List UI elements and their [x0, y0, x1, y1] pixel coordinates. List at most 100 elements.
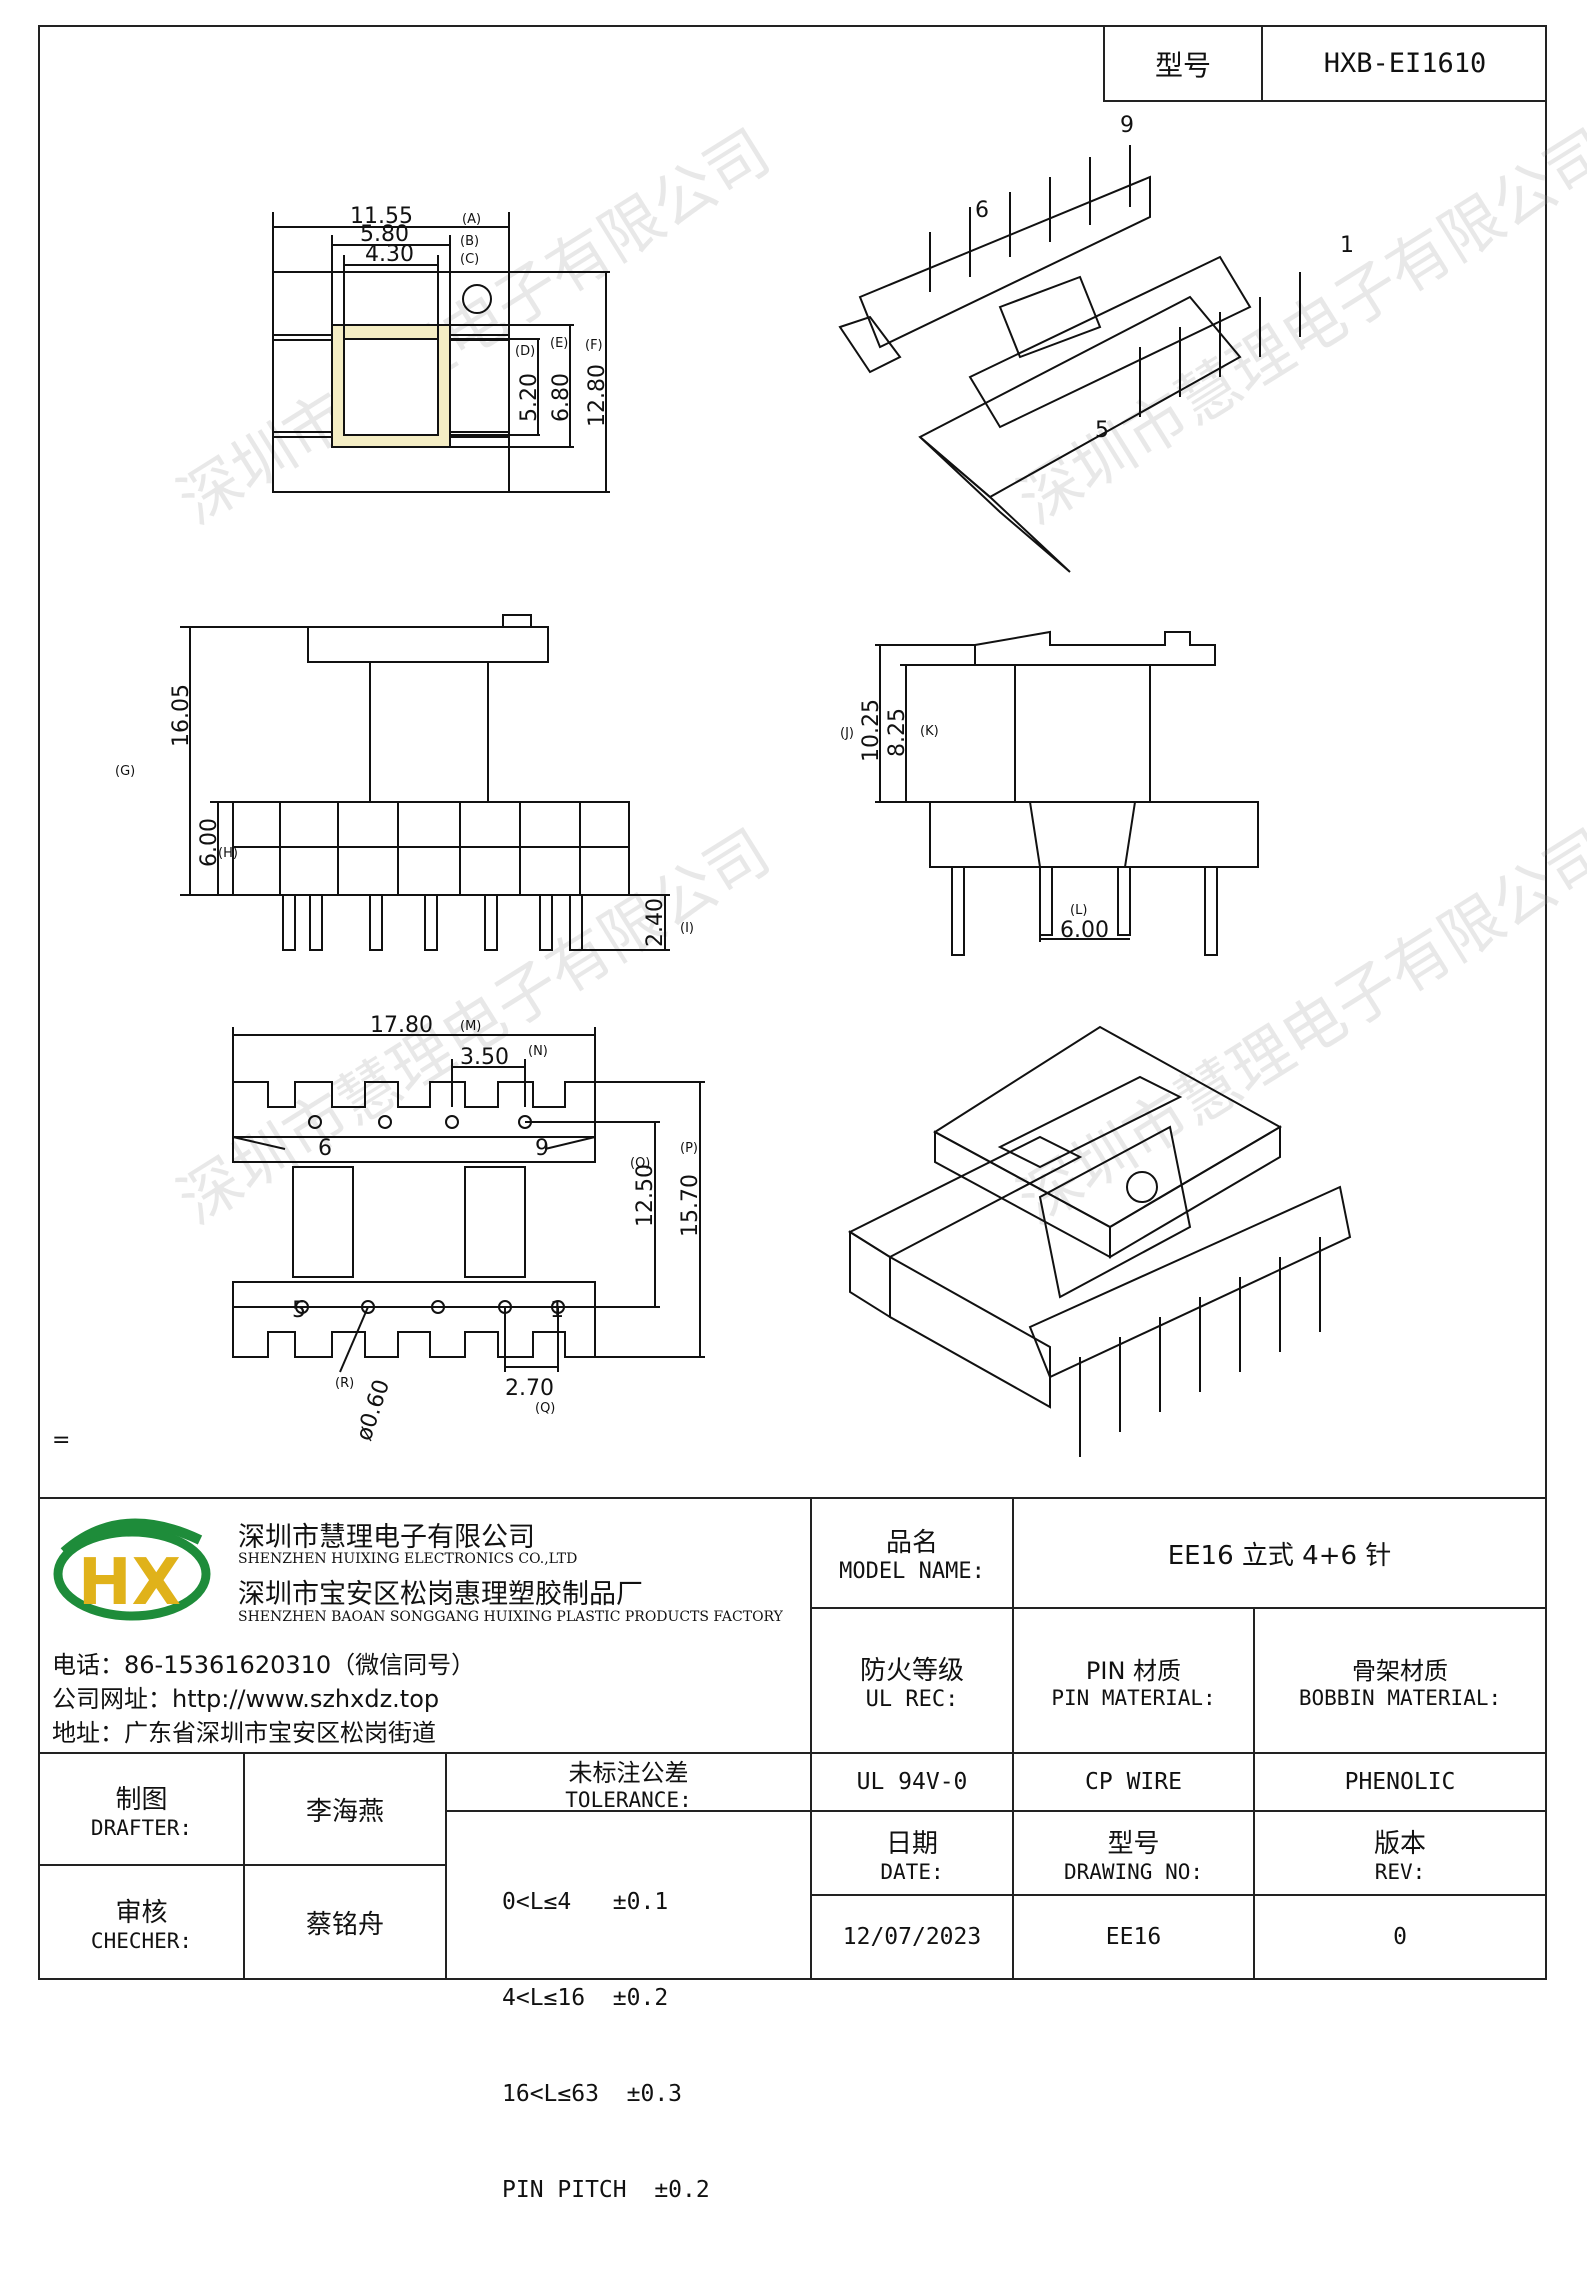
bobbin-material-label: 骨架材质 BOBBIN MATERIAL:	[1255, 1609, 1545, 1752]
dim-ref-m: (M)	[460, 1019, 481, 1034]
pin-material-value: CP WIRE	[1085, 1769, 1182, 1795]
pin-label-1: 1	[1340, 233, 1354, 258]
drafter-label: 制图 DRAFTER:	[40, 1754, 243, 1864]
dim-4-30: 4.30	[365, 242, 414, 267]
tolerance-row: 16<L≤63 ±0.3	[502, 2081, 683, 2107]
ul-rec-value: UL 94V-0	[856, 1769, 968, 1795]
bottom-view	[232, 1027, 705, 1373]
tolerance-cn: 未标注公差	[568, 1758, 689, 1787]
dim-ref-f: (F)	[585, 338, 603, 353]
tolerance-list: 0<L≤4 ±0.1 4<L≤16 ±0.2 16<L≤63 ±0.3 PIN …	[502, 1822, 710, 2270]
dim-ref-k: (K)	[920, 724, 939, 739]
company-website: 公司网址：http://www.szhxdz.top	[52, 1685, 440, 1713]
dim-ref-d: (D)	[515, 344, 535, 359]
dim-ref-b: (B)	[460, 234, 479, 249]
dim-6-00-end: 6.00	[1060, 918, 1109, 943]
dim-6-00: 6.00	[197, 818, 222, 867]
tolerance-en: TOLERANCE:	[565, 1787, 692, 1812]
pin-label-9: 9	[1120, 113, 1134, 138]
factory-name-cn: 深圳市宝安区松岗惠理塑胶制品厂	[238, 1579, 643, 1610]
drawing-no-label: 型号 DRAWING NO:	[1014, 1812, 1253, 1894]
dim-ref-o: (O)	[630, 1156, 650, 1171]
model-name-label: 品名 MODEL NAME:	[812, 1499, 1012, 1607]
date-label: 日期 DATE:	[812, 1812, 1012, 1894]
drawing-no-en: DRAWING NO:	[1063, 1859, 1204, 1884]
pin-label-5: 5	[1095, 418, 1109, 443]
dim-17-80: 17.80	[370, 1013, 433, 1038]
dim-5-80: 5.80	[360, 222, 409, 247]
drawing-no-cn: 型号	[1107, 1828, 1160, 1859]
model-name-value: EE16 立式 4+6 针	[1167, 1540, 1392, 1571]
company-phone: 电话：86-15361620310（微信同号）	[52, 1651, 476, 1679]
side-view	[180, 614, 670, 951]
dim-ref-g: (G)	[115, 764, 135, 779]
dim-ref-e: (E)	[550, 336, 568, 351]
drafter-value: 李海燕	[305, 1796, 384, 1827]
dim-12-80: 12.80	[585, 364, 610, 427]
checker-label: 审核 CHECHER:	[40, 1866, 243, 1978]
bottom-pin-6: 6	[318, 1136, 332, 1161]
pin-material-label: PIN 材质 PIN MATERIAL:	[1014, 1609, 1253, 1752]
ul-rec-label: 防火等级 UL REC:	[812, 1609, 1012, 1752]
dim-11-55: 11.55	[350, 204, 413, 229]
dim-6-80: 6.80	[549, 373, 574, 422]
date-cn: 日期	[885, 1828, 938, 1859]
dim-ref-p: (P)	[680, 1141, 698, 1156]
tolerance-row: 0<L≤4 ±0.1	[502, 1889, 669, 1915]
dim-ref-i: (I)	[680, 921, 694, 936]
company-name-cn: 深圳市慧理电子有限公司	[238, 1522, 535, 1553]
rev-value: 0	[1393, 1924, 1407, 1950]
date-value: 12/07/2023	[842, 1924, 982, 1950]
ul-rec-cn: 防火等级	[859, 1655, 964, 1686]
bobbin-material-en: BOBBIN MATERIAL:	[1298, 1686, 1502, 1710]
drafter-en: DRAFTER:	[90, 1815, 193, 1840]
model-name-en: MODEL NAME:	[839, 1559, 985, 1584]
factory-name-en: SHENZHEN BAOAN SONGGANG HUIXING PLASTIC …	[238, 1609, 783, 1625]
rev-cn: 版本	[1373, 1828, 1426, 1859]
tolerance-row: PIN PITCH ±0.2	[502, 2177, 710, 2203]
pin-material-en: PIN MATERIAL:	[1051, 1686, 1216, 1710]
tolerance-label: 未标注公差 TOLERANCE:	[447, 1754, 810, 1812]
dim-16-05: 16.05	[169, 684, 194, 747]
type-value: HXB-EI1610	[1323, 48, 1487, 79]
bottom-pin-1: 1	[550, 1298, 564, 1323]
dim-8-25: 8.25	[885, 708, 910, 757]
dim-ref-q: (Q)	[535, 1401, 555, 1416]
dim-12-50: 12.50	[633, 1164, 658, 1227]
isometric-view-2	[847, 1025, 1352, 1457]
dim-ref-r: (R)	[335, 1376, 354, 1391]
pin-label-6: 6	[975, 198, 989, 223]
checker-cn: 审核	[115, 1897, 168, 1928]
dim-ref-c: (C)	[460, 252, 479, 267]
checker-en: CHECHER:	[90, 1928, 193, 1953]
drafter-cn: 制图	[115, 1784, 168, 1815]
drawing-no-value: EE16	[1105, 1924, 1162, 1950]
dim-2-70: 2.70	[505, 1376, 554, 1401]
dim-10-25: 10.25	[859, 699, 884, 762]
end-view	[875, 630, 1259, 956]
dim-2-40: 2.40	[643, 898, 668, 947]
checker-value: 蔡铭舟	[305, 1909, 384, 1940]
dim-3-50: 3.50	[460, 1045, 509, 1070]
margin-marker: =	[52, 1428, 70, 1453]
bottom-pin-5: 5	[292, 1298, 306, 1323]
rev-en: REV:	[1374, 1859, 1426, 1884]
dim-5-20: 5.20	[517, 373, 542, 422]
model-name-cn: 品名	[885, 1528, 938, 1558]
bobbin-material-value: PHENOLIC	[1344, 1769, 1456, 1795]
top-view	[272, 212, 610, 493]
tolerance-row: 4<L≤16 ±0.2	[502, 1985, 669, 2011]
dim-ref-a: (A)	[462, 212, 481, 227]
logo-text: HX	[78, 1546, 181, 1620]
dim-ref-j: (J)	[840, 726, 854, 741]
type-label: 型号	[1105, 27, 1263, 100]
dim-pin-diameter: ø0.60	[352, 1377, 395, 1444]
dim-ref-l: (L)	[1070, 903, 1087, 918]
dim-ref-h: (H)	[218, 846, 238, 861]
engineering-drawings: 11.55 (A) 5.80 (B) 4.30 (C) 5.20 6.80 12…	[52, 113, 1354, 1457]
pin-material-cn: PIN 材质	[1085, 1657, 1182, 1685]
dim-ref-n: (N)	[528, 1044, 548, 1059]
ul-rec-en: UL REC:	[865, 1686, 959, 1712]
company-logo: HX	[50, 1512, 215, 1632]
type-box: 型号 HXB-EI1610	[1103, 27, 1547, 102]
